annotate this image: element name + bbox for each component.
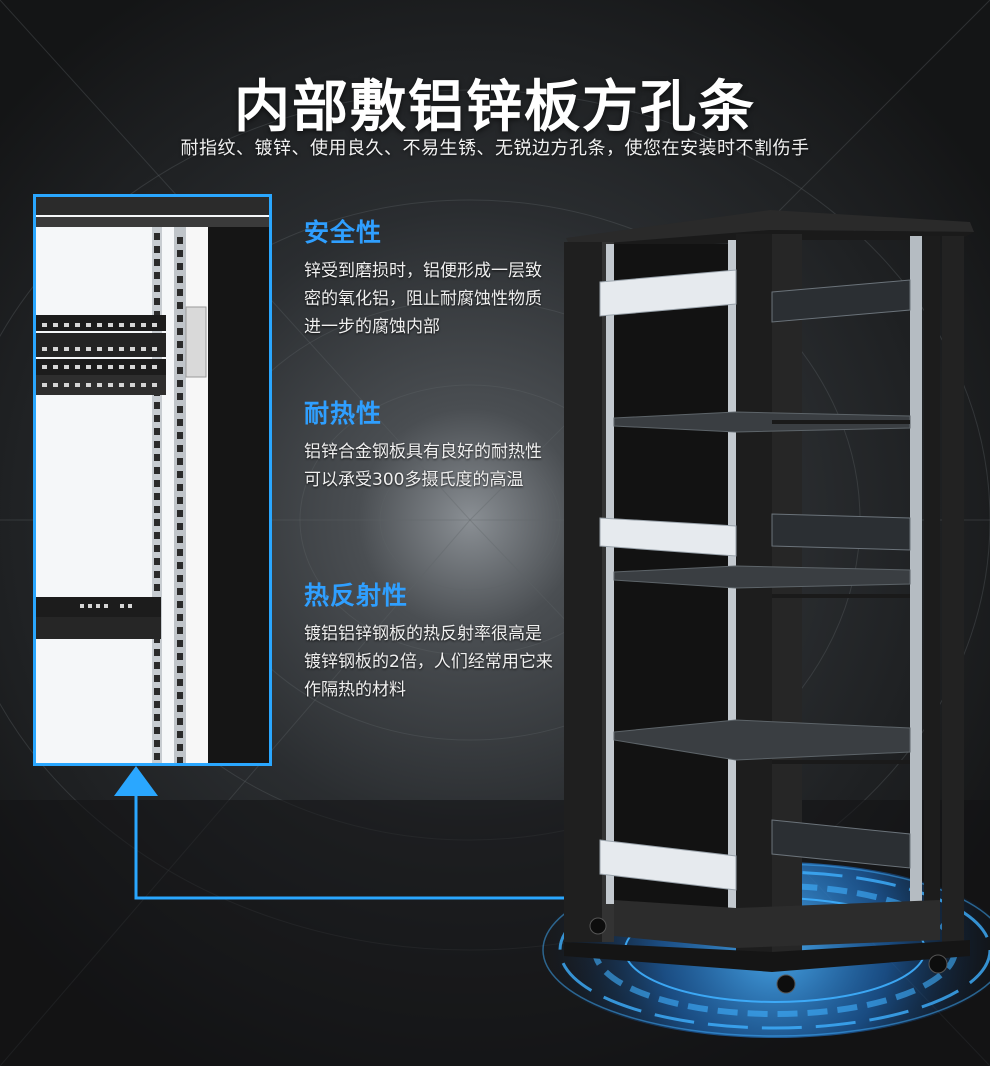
feature-heat-reflectivity: 热反射性 镀铝铝锌钢板的热反射率很高是镀锌钢板的2倍，人们经常用它来作隔热的材料: [304, 576, 554, 704]
feature-heading: 耐热性: [304, 399, 383, 428]
square-hole-strip-closeup: [36, 197, 269, 763]
feature-heading: 安全性: [304, 218, 383, 247]
feature-body: 镀铝铝锌钢板的热反射率很高是镀锌钢板的2倍，人们经常用它来作隔热的材料: [304, 624, 553, 700]
server-rack-cabinet: [564, 210, 974, 994]
feature-safety: 安全性 锌受到磨损时，铝便形成一层致密的氧化铝，阻止耐腐蚀性物质进一步的腐蚀内部: [304, 213, 554, 341]
feature-heading: 热反射性: [304, 581, 409, 610]
page-subtitle: 耐指纹、镀锌、使用良久、不易生锈、无锐边方孔条，使您在安装时不割伤手: [180, 138, 810, 159]
detail-zoom-frame: [33, 194, 272, 766]
feature-body: 铝锌合金钢板具有良好的耐热性可以承受300多摄氏度的高温: [304, 442, 542, 490]
page-title: 内部敷铝锌板方孔条: [234, 75, 756, 140]
feature-heat-resistance: 耐热性 铝锌合金钢板具有良好的耐热性可以承受300多摄氏度的高温: [304, 394, 554, 494]
feature-body: 锌受到磨损时，铝便形成一层致密的氧化铝，阻止耐腐蚀性物质进一步的腐蚀内部: [304, 261, 542, 337]
